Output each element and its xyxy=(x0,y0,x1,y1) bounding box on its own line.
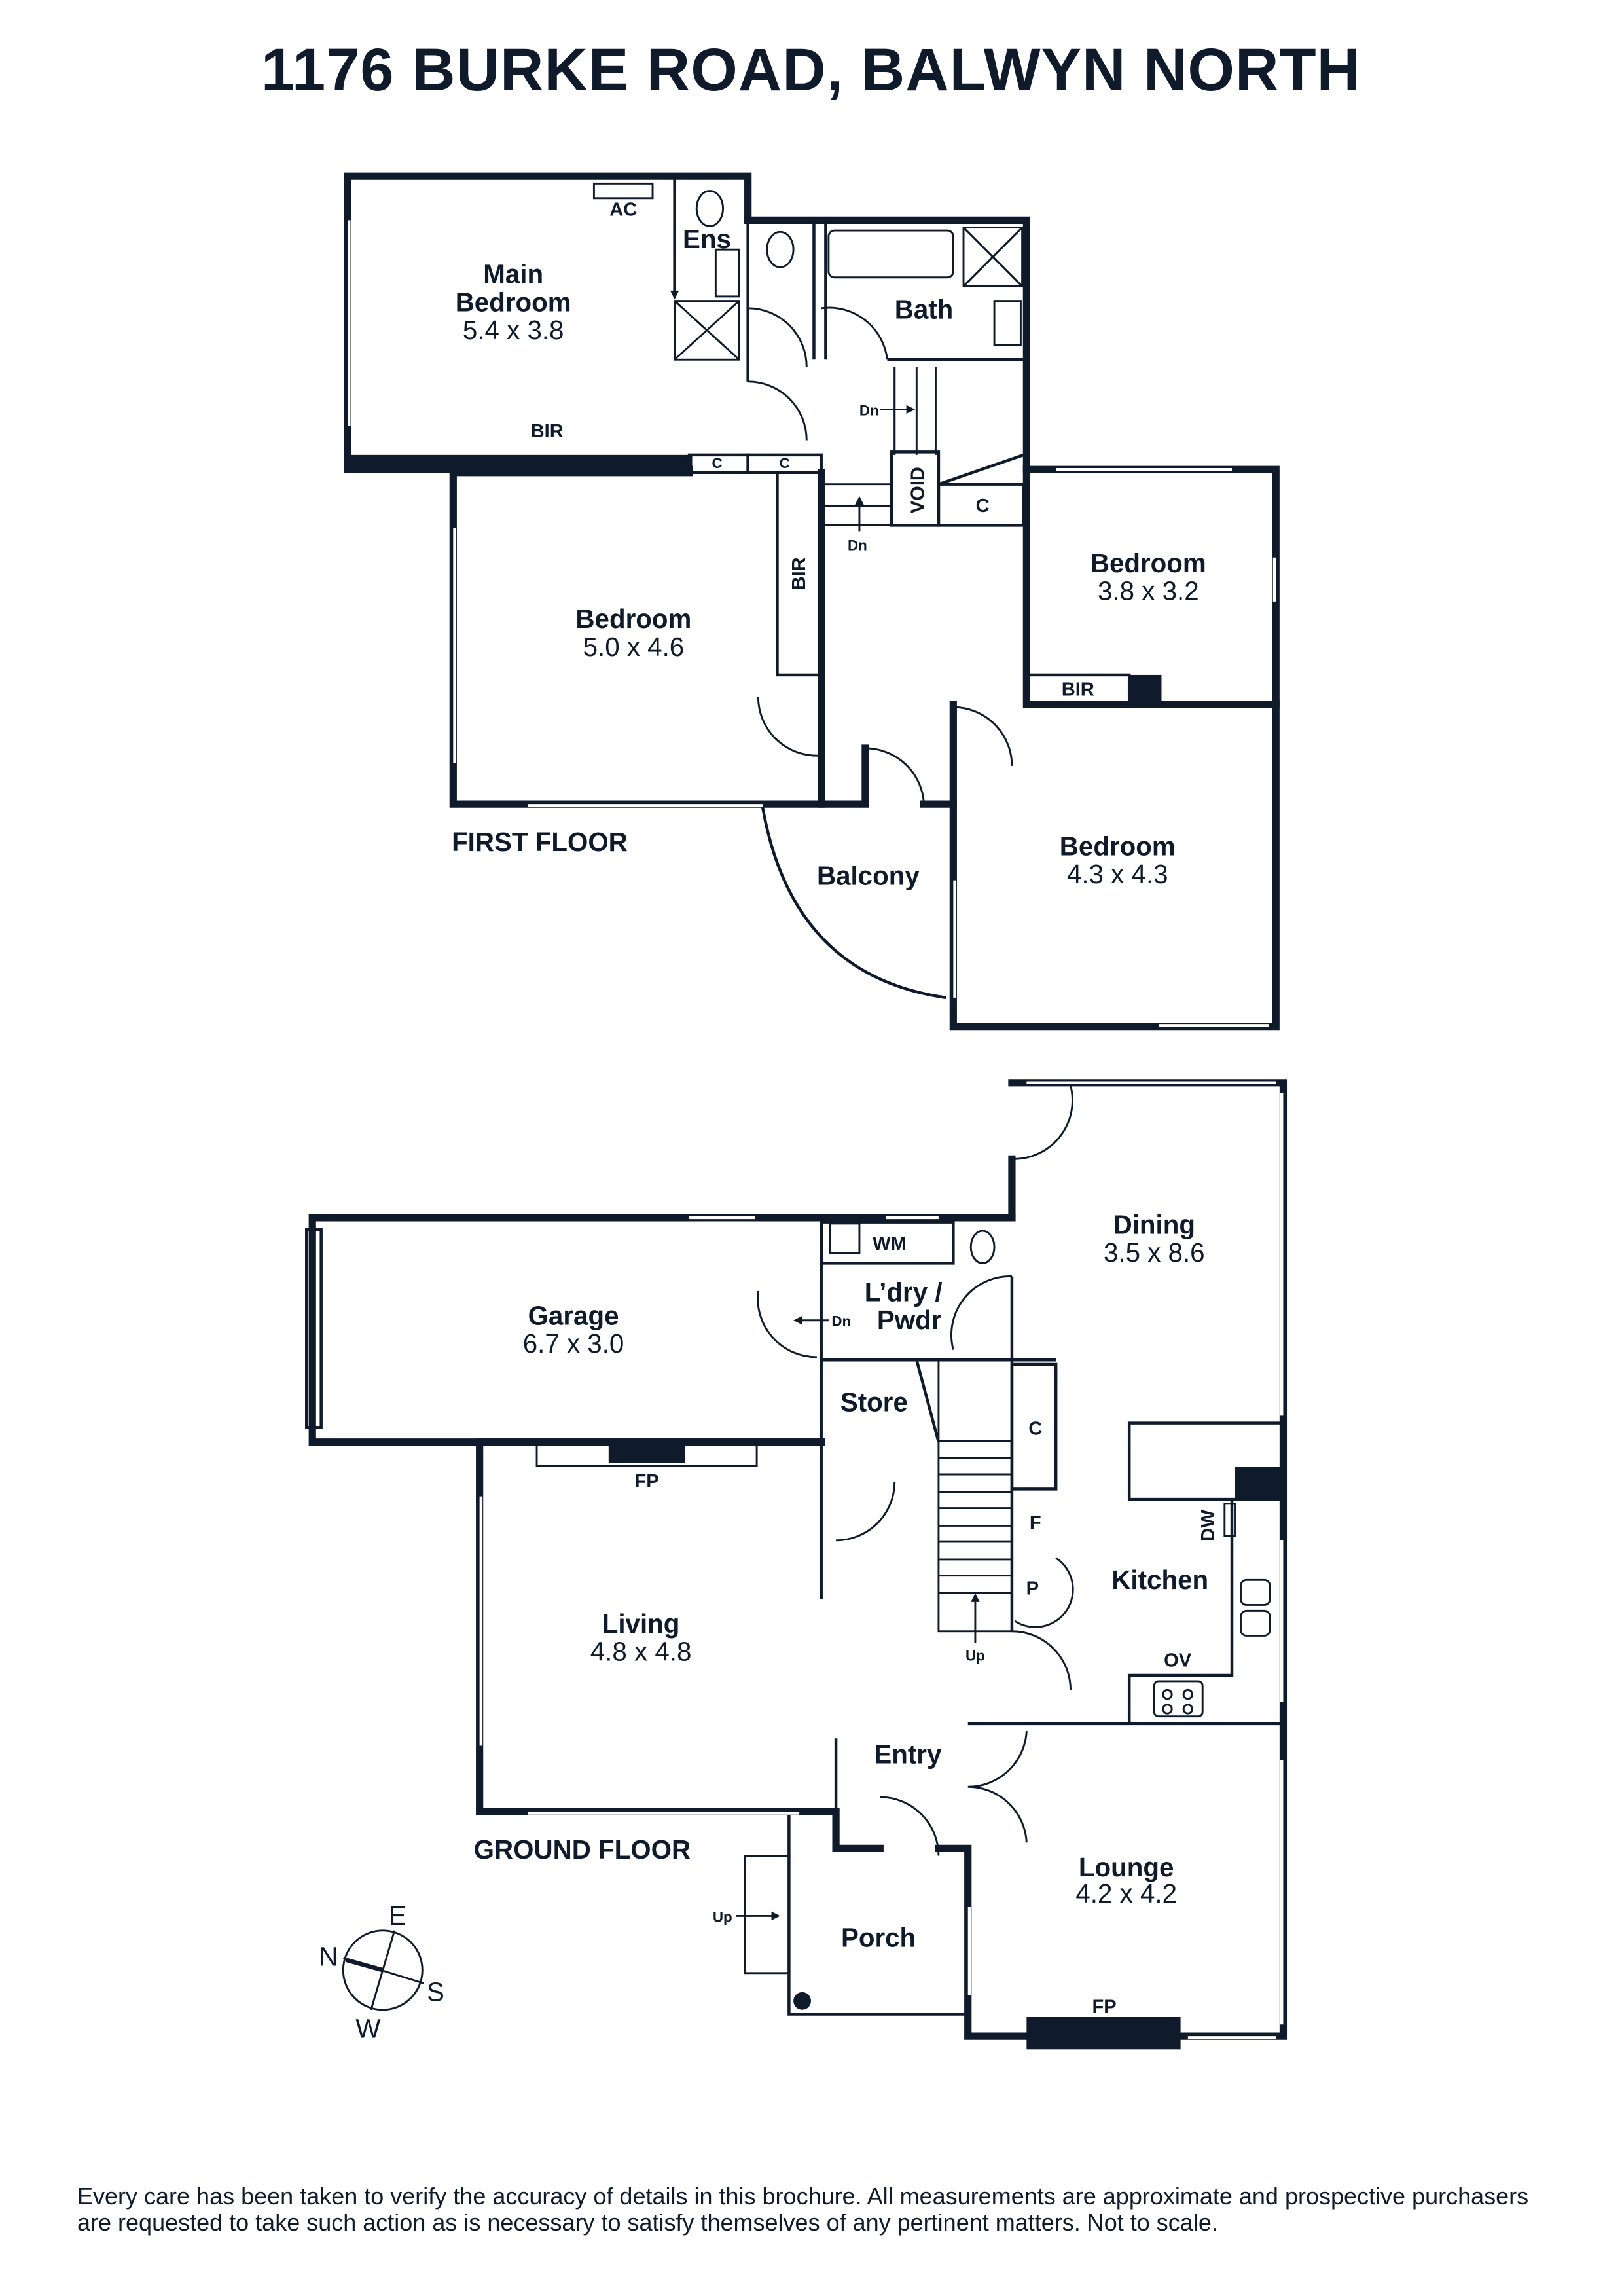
room-name: Lounge xyxy=(1079,1852,1174,1882)
first-floor-walls xyxy=(344,172,1280,1031)
room-size: 3.8 x 3.2 xyxy=(1098,576,1199,606)
room-name: Kitchen xyxy=(1111,1565,1208,1595)
room-size: 5.4 x 3.8 xyxy=(463,315,564,345)
ac-label: AC xyxy=(609,200,637,221)
compass-rose: N E S W xyxy=(319,1901,444,2044)
dishwasher-label: DW xyxy=(1198,1510,1219,1542)
room-name: Dining xyxy=(1113,1210,1195,1240)
page-title: 1176 BURKE ROAD, BALWYN NORTH xyxy=(261,37,1361,103)
stair-direction: Dn xyxy=(848,537,867,553)
stair-direction: Dn xyxy=(831,1313,851,1330)
room-name: Store xyxy=(840,1387,908,1417)
disclaimer: Every care has been taken to verify the … xyxy=(77,2183,1529,2236)
fireplace-label: FP xyxy=(1092,1996,1116,2017)
room-name: Bedroom xyxy=(1090,548,1206,578)
room-name: Main xyxy=(483,259,543,289)
ground-floor-walls xyxy=(305,1079,1288,2050)
room-name: Pwdr xyxy=(877,1305,942,1335)
room-name: Balcony xyxy=(817,860,920,890)
room-size: 4.3 x 4.3 xyxy=(1067,859,1168,889)
stair-direction: Up xyxy=(713,1908,732,1925)
closet-label: C xyxy=(712,455,723,471)
room-name: Bedroom xyxy=(575,604,691,634)
stair-treads xyxy=(938,1440,1012,1594)
bir-label: BIR xyxy=(531,421,564,442)
compass-n: N xyxy=(319,1942,338,1972)
room-size: 5.0 x 4.6 xyxy=(583,632,685,662)
room-size: 4.8 x 4.8 xyxy=(590,1637,692,1667)
bir-label: BIR xyxy=(789,557,810,590)
fireplace-label: FP xyxy=(634,1471,658,1492)
room-name: Ens xyxy=(683,224,731,254)
room-size: 4.2 x 4.2 xyxy=(1075,1878,1177,1908)
room-size: 3.5 x 8.6 xyxy=(1104,1237,1205,1267)
room-name: Entry xyxy=(874,1739,942,1769)
oven-label: OV xyxy=(1164,1650,1192,1671)
ground-floor-label: GROUND FLOOR xyxy=(474,1834,691,1865)
closet-label: C xyxy=(1028,1419,1042,1440)
stair-direction: Dn xyxy=(859,402,879,418)
first-floor-label: FIRST FLOOR xyxy=(452,827,628,857)
stair-direction: Up xyxy=(965,1648,985,1664)
room-name: Garage xyxy=(528,1300,619,1330)
room-name: Bath xyxy=(895,294,954,324)
compass-e: E xyxy=(389,1901,406,1931)
arrows xyxy=(670,249,980,1921)
closet-label: C xyxy=(780,455,790,471)
void-label: VOID xyxy=(908,467,929,513)
room-name: Living xyxy=(602,1609,680,1639)
compass-w: W xyxy=(355,2013,380,2043)
room-size: 6.7 x 3.0 xyxy=(523,1328,624,1358)
ground-floor-labels: Garage 6.7 x 3.0 L’dry / Pwdr Dining 3.5… xyxy=(474,249,1219,2017)
closet-label: C xyxy=(976,496,990,517)
room-name: Bedroom xyxy=(456,287,571,317)
first-floor-labels: Main Bedroom 5.4 x 3.8 Ens Bath Bedroom … xyxy=(452,200,1206,891)
wm-label: WM xyxy=(873,1233,907,1254)
room-name: Bedroom xyxy=(1060,831,1176,862)
room-name: Porch xyxy=(841,1922,916,1952)
compass-s: S xyxy=(427,1977,444,2007)
fridge-label: F xyxy=(1030,1512,1041,1533)
room-name: L’dry / xyxy=(865,1277,943,1307)
bir-label: BIR xyxy=(1062,679,1094,700)
pantry-label: P xyxy=(1026,1578,1039,1599)
